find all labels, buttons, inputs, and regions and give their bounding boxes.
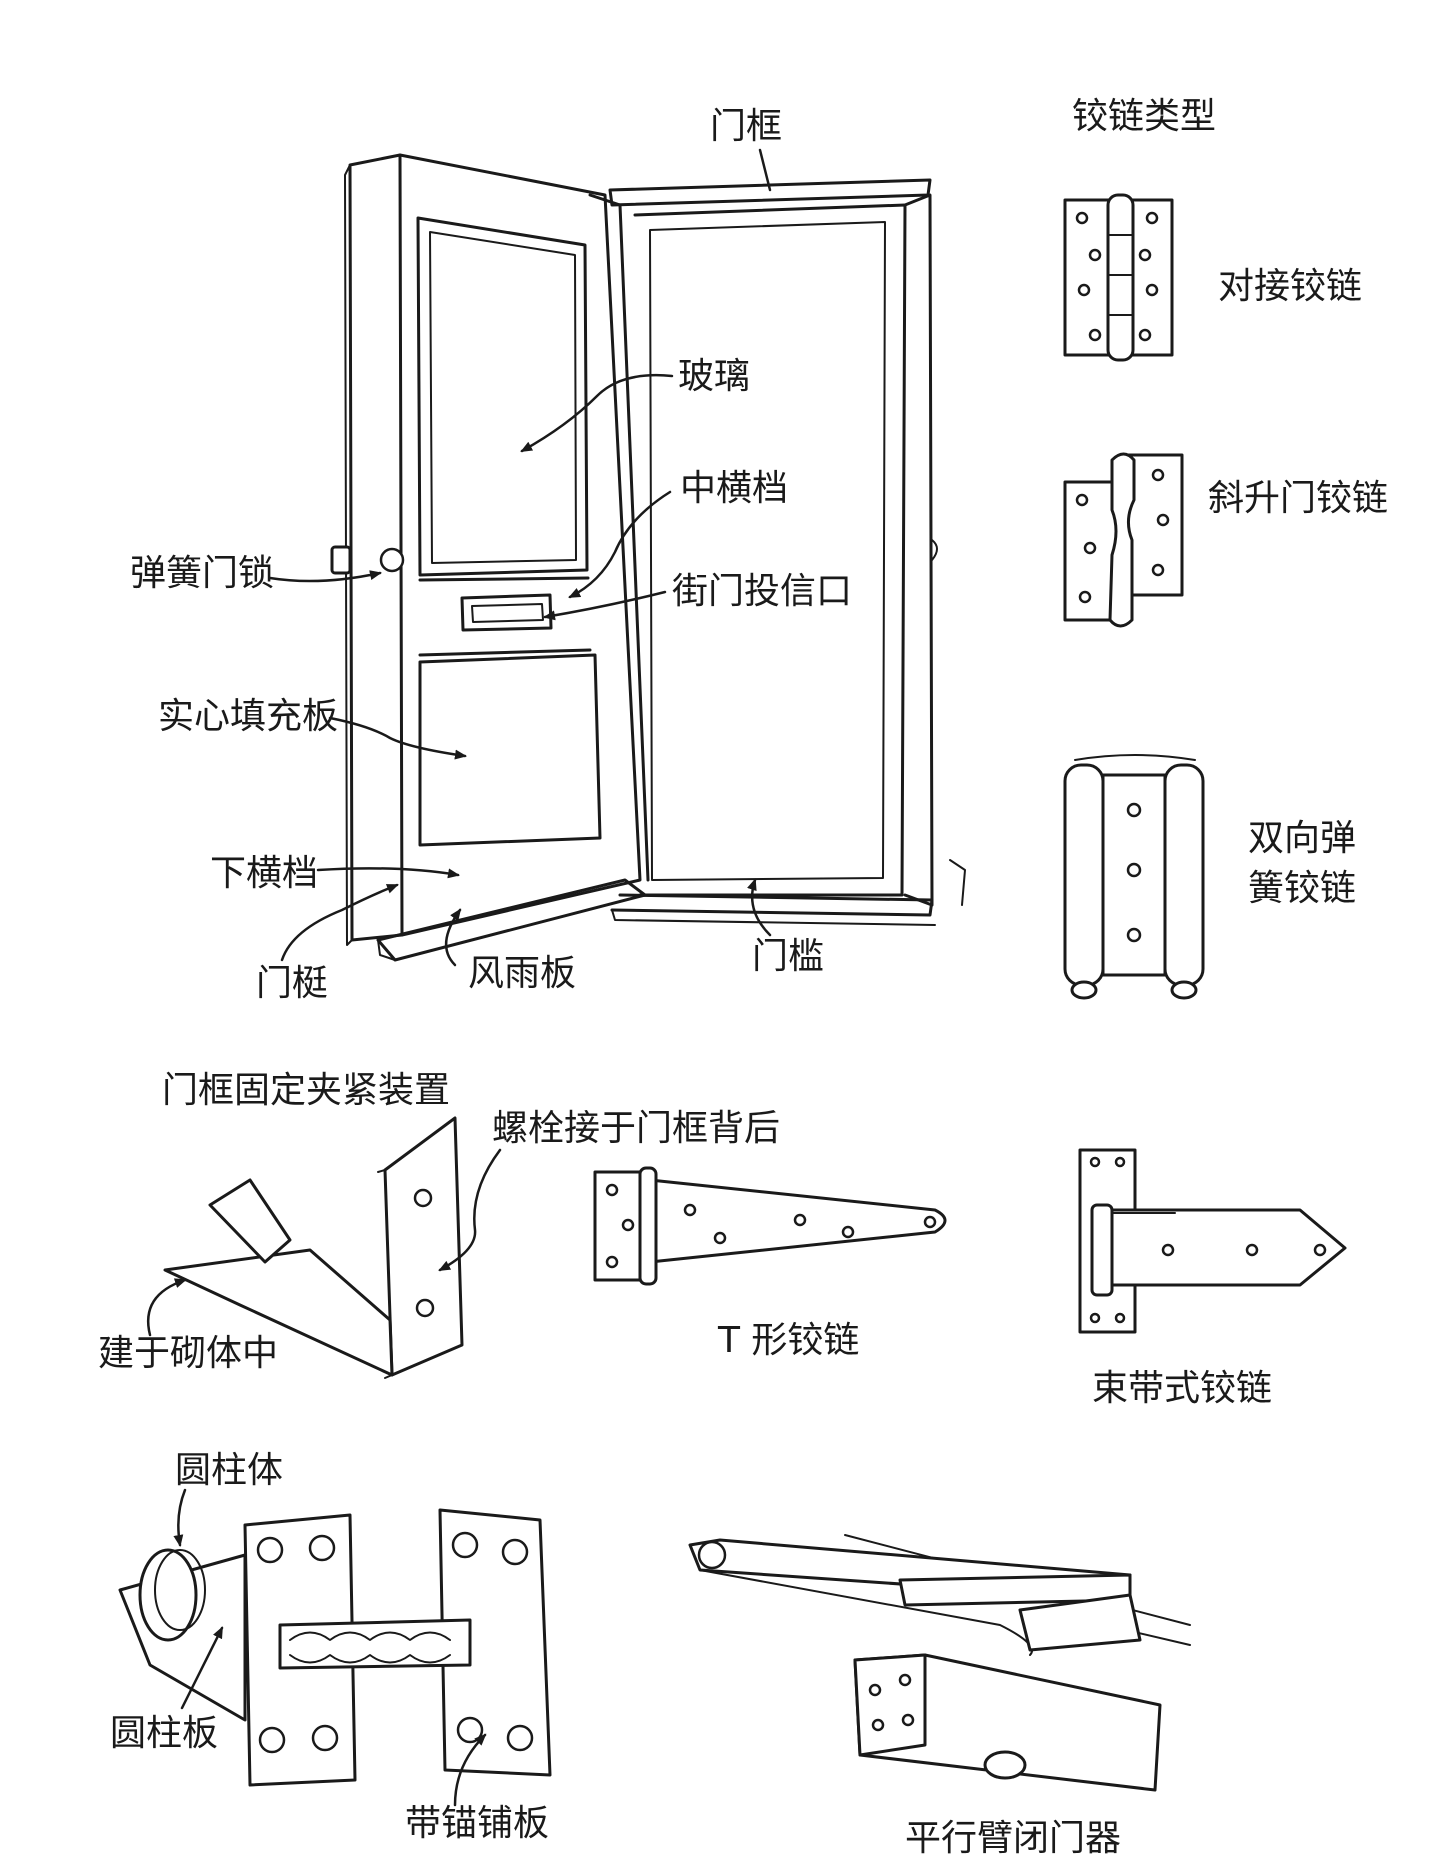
hinge-types-title: 铰链类型 bbox=[1072, 96, 1216, 137]
label-spring-latch: 弹簧门锁 bbox=[130, 553, 274, 594]
double-spring-hinge-drawing bbox=[1063, 754, 1205, 1000]
label-glass: 玻璃 bbox=[678, 356, 750, 397]
label-cylinder-plate: 圆柱板 bbox=[110, 1713, 218, 1754]
label-weatherboard: 风雨板 bbox=[468, 953, 576, 994]
label-middle-rail: 中横档 bbox=[680, 468, 788, 509]
label-parallel-arm-closer: 平行臂闭门器 bbox=[905, 1818, 1121, 1857]
label-t-hinge: T 形铰链 bbox=[717, 1320, 859, 1361]
label-threshold: 门槛 bbox=[752, 936, 824, 977]
label-rising-butt-hinge: 斜升门铰链 bbox=[1208, 478, 1388, 519]
label-bolted-to-frame: 螺栓接于门框背后 bbox=[492, 1108, 780, 1149]
label-strap-hinge: 束带式铰链 bbox=[1092, 1368, 1272, 1409]
label-double-spring-line2: 簧铰链 bbox=[1248, 868, 1356, 909]
label-stile: 门梃 bbox=[256, 963, 328, 1004]
strap-hinge-drawing bbox=[1078, 1148, 1347, 1334]
floor-spring-drawing bbox=[118, 1508, 552, 1787]
label-cylinder: 圆柱体 bbox=[175, 1450, 283, 1491]
frame-cramp-title: 门框固定夹紧装置 bbox=[162, 1070, 450, 1111]
t-hinge-drawing bbox=[593, 1166, 947, 1286]
rising-butt-hinge-drawing bbox=[1063, 452, 1184, 628]
label-butt-hinge: 对接铰链 bbox=[1218, 266, 1362, 307]
label-double-spring-line1: 双向弹 bbox=[1248, 818, 1356, 859]
door-closer-drawing bbox=[688, 1534, 1191, 1792]
door-illustration bbox=[330, 153, 966, 962]
frame-cramp-drawing bbox=[163, 1116, 464, 1379]
label-bottom-rail: 下横档 bbox=[210, 853, 318, 894]
label-solid-panel: 实心填充板 bbox=[158, 696, 338, 737]
butt-hinge-drawing bbox=[1063, 193, 1174, 362]
label-frame: 门框 bbox=[710, 106, 782, 147]
label-built-in-masonry: 建于砌体中 bbox=[98, 1333, 278, 1374]
label-letter-slot: 街门投信口 bbox=[672, 571, 852, 612]
label-anchor-plate: 带锚铺板 bbox=[405, 1803, 549, 1844]
